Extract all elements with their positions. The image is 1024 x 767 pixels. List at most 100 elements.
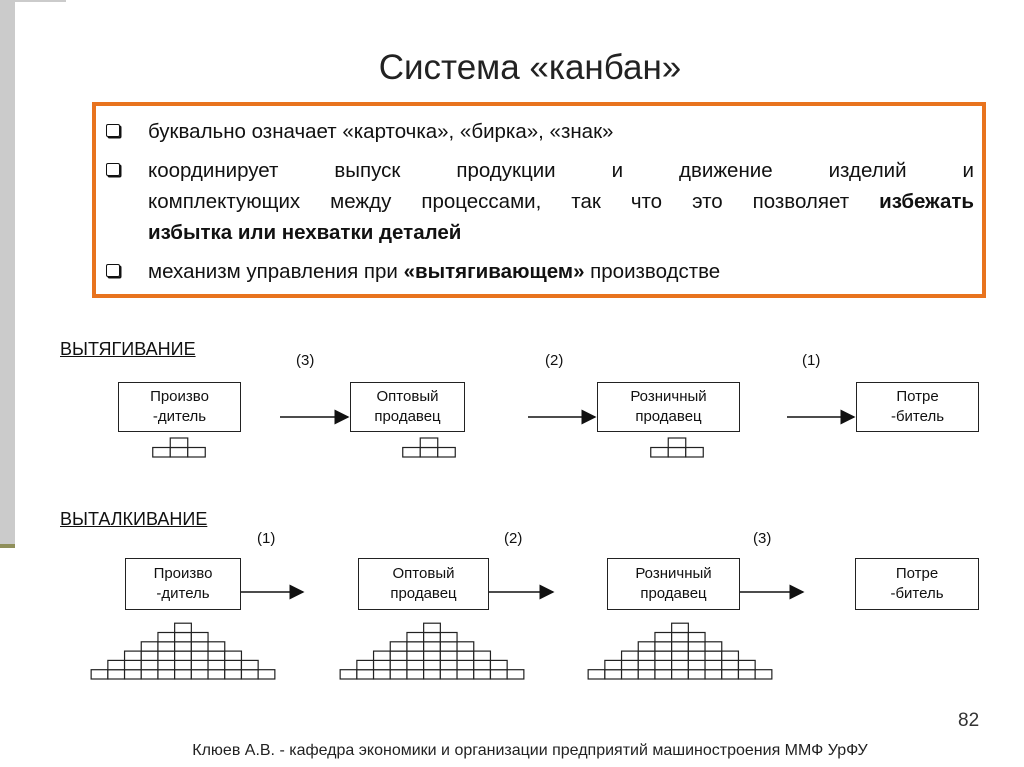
push-node-consumer: Потре -битель	[855, 558, 979, 610]
kanban-stock-block	[423, 669, 441, 680]
kanban-stock-block	[654, 659, 673, 671]
kanban-stock-block	[190, 641, 209, 652]
sidebar-accent	[0, 544, 15, 548]
kanban-stock-block	[389, 641, 408, 652]
kanban-stock-block	[637, 641, 656, 652]
kanban-stock-block	[174, 641, 192, 652]
pull-node-producer: Произво -дитель	[118, 382, 241, 432]
slide-sidebar	[0, 0, 15, 545]
kanban-stock-block	[667, 437, 687, 449]
bullet-text: буквально означает «карточка», «бирка», …	[148, 120, 614, 143]
push-step: (2)	[504, 530, 523, 547]
bullet-text: производстве	[584, 260, 721, 283]
kanban-stock-block	[190, 631, 209, 643]
kanban-stock-block	[123, 669, 142, 680]
kanban-stock-block	[685, 446, 704, 458]
kanban-stock-block	[654, 641, 673, 652]
pull-heading: ВЫТЯГИВАНИЕ	[60, 339, 196, 359]
kanban-stock-block	[389, 659, 408, 671]
kanban-stock-block	[604, 669, 623, 680]
kanban-stock-block	[123, 659, 142, 671]
kanban-stock-block	[456, 669, 475, 680]
kanban-stock-block	[406, 659, 425, 671]
checkbox-bullet-icon	[106, 124, 120, 137]
kanban-stock-block	[671, 641, 689, 652]
kanban-stock-block	[152, 446, 171, 458]
kanban-stock-block	[423, 641, 441, 652]
bullet-2: координирует выпуск продукции и движение…	[106, 155, 974, 248]
kanban-stock-block	[650, 446, 669, 458]
kanban-stock-block	[620, 669, 639, 680]
kanban-stock-block	[671, 659, 689, 671]
kanban-stock-block	[620, 659, 639, 671]
kanban-stock-block	[456, 641, 475, 652]
kanban-stock-block	[437, 446, 456, 458]
push-node-retailer: Розничный продавец	[607, 558, 740, 610]
kanban-stock-block	[190, 659, 209, 671]
kanban-stock-block	[140, 641, 159, 652]
kanban-stock-block	[187, 446, 206, 458]
kanban-stock-block	[140, 650, 159, 661]
kanban-stock-block	[687, 650, 706, 661]
kanban-stock-block	[419, 437, 439, 449]
kanban-stock-block	[406, 631, 425, 643]
kanban-stock-block	[754, 669, 773, 680]
pull-step: (3)	[296, 352, 315, 369]
bullet-bold-text: избежать	[879, 190, 974, 213]
kanban-stock-block	[224, 659, 243, 671]
kanban-stock-block	[587, 669, 606, 680]
checkbox-bullet-icon	[106, 264, 120, 277]
pull-step: (1)	[802, 352, 821, 369]
kanban-stock-block	[687, 631, 706, 643]
kanban-stock-block	[506, 669, 525, 680]
kanban-stock-block	[704, 650, 723, 661]
kanban-stock-block	[372, 659, 391, 671]
kanban-stock-block	[174, 631, 192, 643]
kanban-stock-block	[704, 659, 723, 671]
bullet-1: буквально означает «карточка», «бирка», …	[106, 116, 974, 147]
kanban-stock-block	[456, 650, 475, 661]
kanban-stock-block	[207, 669, 226, 680]
kanban-stock-block	[389, 650, 408, 661]
kanban-stock-block	[190, 669, 209, 680]
kanban-stock-block	[439, 669, 458, 680]
kanban-stock-block	[372, 669, 391, 680]
push-node-wholesaler: Оптовый продавец	[358, 558, 489, 610]
kanban-stock-block	[157, 650, 176, 661]
kanban-stock-block	[372, 650, 391, 661]
slide-title: Система «канбан»	[378, 48, 682, 87]
kanban-stock-block	[637, 669, 656, 680]
kanban-stock-block	[207, 659, 226, 671]
kanban-stock-block	[402, 446, 421, 458]
kanban-stock-block	[190, 650, 209, 661]
pull-node-wholesaler: Оптовый продавец	[350, 382, 465, 432]
bullet-bold-text: «вытягивающем»	[403, 260, 585, 283]
push-step: (1)	[257, 530, 276, 547]
kanban-stock-block	[671, 650, 689, 661]
kanban-stock-block	[140, 659, 159, 671]
kanban-stock-block	[157, 669, 176, 680]
definition-box: буквально означает «карточка», «бирка», …	[92, 102, 986, 298]
kanban-stock-block	[389, 669, 408, 680]
bullet-3: механизм управления при «вытягивающем» п…	[106, 256, 974, 287]
kanban-stock-block	[704, 641, 723, 652]
kanban-stock-block	[456, 659, 475, 671]
kanban-stock-block	[174, 650, 192, 661]
kanban-stock-block	[704, 669, 723, 680]
pull-node-retailer: Розничный продавец	[597, 382, 740, 432]
kanban-stock-block	[174, 659, 192, 671]
kanban-stock-block	[406, 650, 425, 661]
kanban-stock-block	[423, 622, 441, 634]
kanban-stock-block	[169, 437, 189, 449]
bullet-text: координирует выпуск продукции и движение…	[148, 159, 974, 182]
kanban-stock-block	[439, 659, 458, 671]
kanban-stock-block	[687, 659, 706, 671]
kanban-stock-block	[671, 669, 689, 680]
kanban-stock-block	[257, 669, 276, 680]
kanban-stock-block	[174, 669, 192, 680]
kanban-stock-block	[489, 659, 508, 671]
kanban-stock-block	[654, 669, 673, 680]
checkbox-bullet-icon	[106, 163, 120, 176]
footer-text: Клюев А.В. - кафедра экономики и организ…	[192, 742, 868, 759]
